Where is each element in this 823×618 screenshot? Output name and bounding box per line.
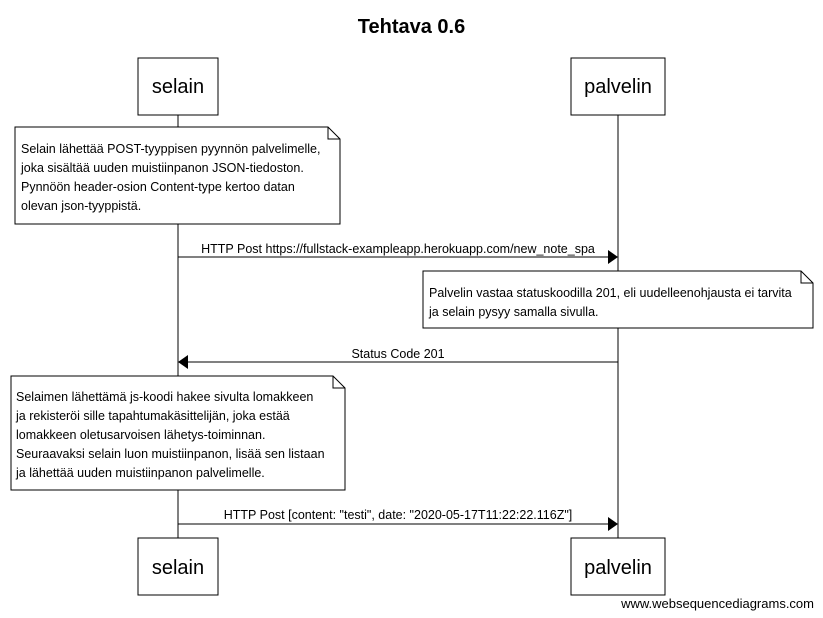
note-line: ja selain pysyy samalla sivulla. <box>428 305 599 319</box>
note-line: Seuraavaksi selain luon muistiinpanon, l… <box>16 447 325 461</box>
note-line: ja lähettää uuden muistiinpanon palvelim… <box>15 466 265 480</box>
note-line: joka sisältää uuden muistiinpanon JSON-t… <box>20 161 304 175</box>
note-line: lomakkeen oletusarvoisen lähetys-toiminn… <box>16 428 265 442</box>
arrowhead <box>608 517 618 531</box>
note-js-handler: Selaimen lähettämä js-koodi hakee sivult… <box>10 375 346 491</box>
arrowhead <box>608 250 618 264</box>
participant-label: selain <box>152 557 204 579</box>
watermark-text: www.websequencediagrams.com <box>620 596 814 611</box>
participant-label: palvelin <box>584 557 652 579</box>
diagram-title: Tehtava 0.6 <box>358 16 465 38</box>
note-line: Pynnöön header-osion Content-type kertoo… <box>21 180 295 194</box>
note-line: Palvelin vastaa statuskoodilla 201, eli … <box>429 286 792 300</box>
message-http-post-new-note: HTTP Post https://fullstack-exampleapp.h… <box>178 242 618 264</box>
participant-selain-top: selain <box>137 57 219 116</box>
participant-label: palvelin <box>584 76 652 98</box>
message-label: Status Code 201 <box>351 347 444 361</box>
participant-palvelin-bottom: palvelin <box>570 537 666 596</box>
message-label: HTTP Post [content: "testi", date: "2020… <box>224 508 573 522</box>
note-post-request: Selain lähettää POST-tyyppisen pyynnön p… <box>14 126 341 225</box>
arrowhead <box>178 355 188 369</box>
message-http-post-content: HTTP Post [content: "testi", date: "2020… <box>178 508 618 531</box>
participant-label: selain <box>152 76 204 98</box>
participant-palvelin-top: palvelin <box>570 57 666 116</box>
participant-selain-bottom: selain <box>137 537 219 596</box>
message-status-code: Status Code 201 <box>178 347 618 369</box>
message-label: HTTP Post https://fullstack-exampleapp.h… <box>201 242 595 256</box>
note-line: Selain lähettää POST-tyyppisen pyynnön p… <box>21 142 320 156</box>
note-status-response: Palvelin vastaa statuskoodilla 201, eli … <box>422 270 814 329</box>
note-line: ja rekisteröi sille tapahtumakäsittelijä… <box>15 409 290 423</box>
note-line: olevan json-tyyppistä. <box>21 199 141 213</box>
note-line: Selaimen lähettämä js-koodi hakee sivult… <box>16 390 313 404</box>
